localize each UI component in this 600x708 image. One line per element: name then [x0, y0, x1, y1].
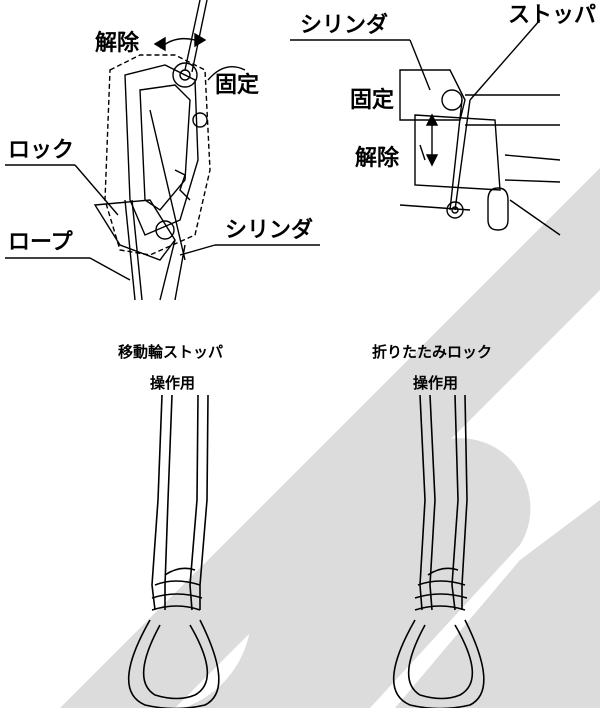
label-cylinder-top-right: シリンダ: [300, 13, 389, 38]
caption-folding-lock: 折りたたみロック: [372, 343, 493, 361]
top-left-mechanism: [93, 0, 246, 301]
label-fix-top-right: 固定: [350, 88, 395, 113]
caption-wheel-stopper: 移動輪ストッパ: [118, 343, 224, 361]
label-stopper: ストッパ: [508, 3, 597, 28]
top-right-mechanism: [290, 19, 561, 236]
label-rope: ロープ: [8, 230, 73, 255]
label-release-top-right: 解除: [355, 146, 400, 171]
label-release-top-left: 解除: [95, 31, 140, 56]
label-lock: ロック: [8, 138, 75, 163]
top-left-leaders: [5, 164, 320, 281]
bottom-right-rope: [392, 394, 485, 708]
bottom-left-rope: [127, 394, 220, 708]
label-fix-top-left: 固定: [215, 73, 260, 98]
watermark: [60, 168, 600, 708]
caption-folding-lock-sub: 操作用: [413, 374, 459, 392]
caption-wheel-stopper-sub: 操作用: [150, 374, 196, 392]
label-cylinder-top-left: シリンダ: [225, 218, 314, 243]
